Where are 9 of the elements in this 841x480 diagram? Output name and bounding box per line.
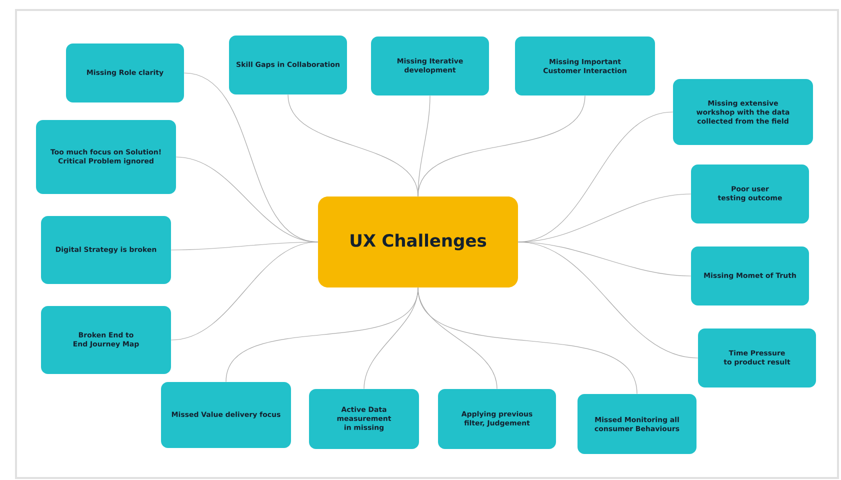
connector-line bbox=[418, 287, 638, 394]
connector-line bbox=[364, 287, 418, 390]
connector-line bbox=[418, 95, 430, 197]
connector-line bbox=[518, 194, 692, 242]
connector-line bbox=[170, 242, 318, 250]
connector-line bbox=[518, 242, 698, 358]
connector-line bbox=[418, 95, 586, 197]
central-topic-box: UX Challenges bbox=[318, 196, 518, 288]
connector-line bbox=[170, 242, 318, 340]
